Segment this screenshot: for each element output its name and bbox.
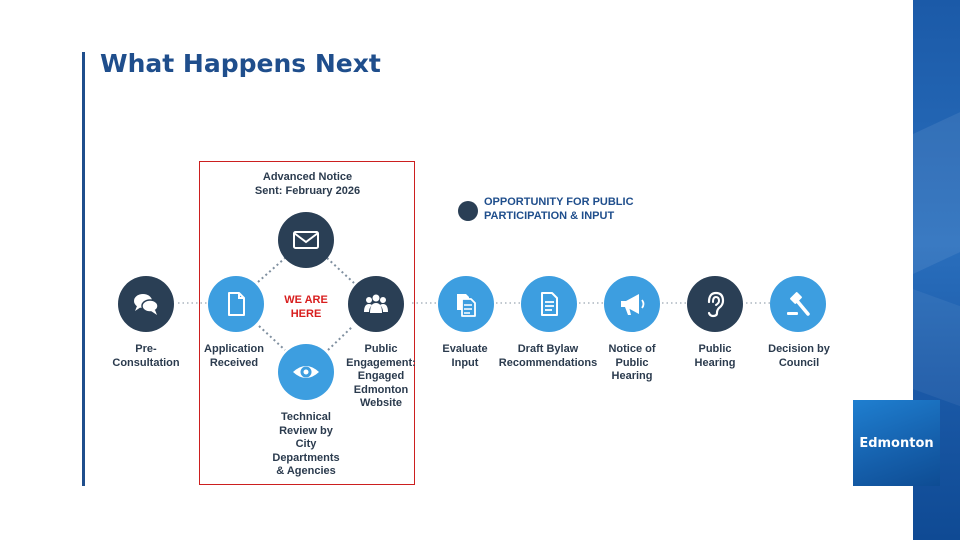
envelope-icon [293,231,319,249]
step-evaluate-input [438,276,494,332]
logo-text: Edmonton [859,435,934,451]
ear-icon [707,291,725,318]
people-group-icon [364,294,388,313]
step-public-engagement [348,276,404,332]
step-pre-consultation [118,276,174,332]
step-label-pre-consultation: Pre-Consultation [112,343,180,369]
megaphone-icon [621,294,645,315]
step-public-hearing [687,276,743,332]
step-notice-public-hearing [604,276,660,332]
step-technical-review [278,344,334,400]
current-stage-highlight [199,161,415,485]
step-advanced-notice [278,212,334,268]
step-draft-bylaw [521,276,577,332]
copy-documents-icon [457,294,476,317]
advanced-notice-label: Advanced Notice Sent: February 2026 [254,171,361,197]
edmonton-logo: Edmonton [853,400,940,486]
legend-dot [458,201,478,221]
title-rule [82,52,85,486]
legend-label: OPPORTUNITY FOR PUBLIC PARTICIPATION & I… [484,196,634,222]
gavel-icon [787,292,810,316]
text-document-icon [541,292,558,316]
page-title: What Happens Next [100,49,381,78]
eye-icon [293,366,319,378]
step-application-received [208,276,264,332]
we-are-here-label: WE ARE HERE [284,294,328,320]
speech-bubbles-icon [134,294,159,315]
step-decision-council [770,276,826,332]
document-icon [228,292,245,316]
